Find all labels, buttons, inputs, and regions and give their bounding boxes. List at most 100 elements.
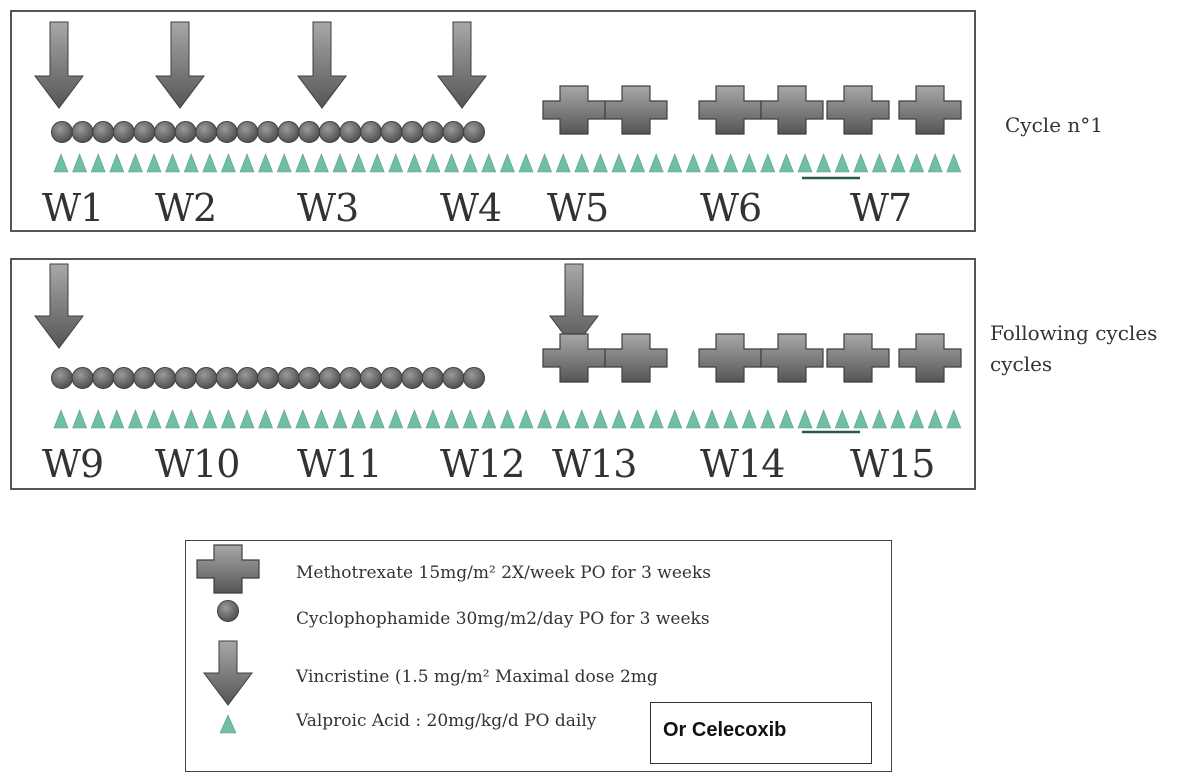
valproic-triangle-icon: [220, 409, 236, 429]
methotrexate-cross-icon: [826, 85, 890, 135]
cyclophosphamide-circle-icon: [92, 367, 115, 389]
cyclophosphamide-circle-icon: [174, 121, 197, 143]
valproic-triangle-icon: [313, 153, 329, 173]
valproic-triangle-icon: [202, 153, 218, 173]
cyclophosphamide-circle-icon: [442, 367, 465, 389]
week-label: W7: [850, 186, 912, 230]
cyclophosphamide-circle-icon: [215, 367, 238, 389]
cycle-1-panel: W1 W2 W3 W4 W5 W6 W7: [10, 10, 976, 232]
cyclophosphamide-circle-icon: [174, 367, 197, 389]
methotrexate-cross-icon: [196, 544, 260, 594]
valproic-triangle-icon: [778, 409, 794, 429]
vincristine-arrow-icon: [437, 21, 487, 109]
cyclophosphamide-circle-icon: [277, 367, 300, 389]
valproic-triangle-icon: [797, 153, 813, 173]
cyclophosphamide-circle-icon: [195, 121, 218, 143]
cyclophosphamide-circle-icon: [401, 367, 424, 389]
valproic-triangle-icon: [369, 409, 385, 429]
valproic-triangle-icon: [183, 153, 199, 173]
methotrexate-cross-icon: [604, 333, 668, 383]
valproic-triangle-icon: [351, 153, 367, 173]
following-cycles-label: Following cycles cycles: [990, 318, 1157, 380]
valproic-triangle-icon: [816, 409, 832, 429]
valproic-triangle-icon: [630, 153, 646, 173]
vincristine-arrow-icon: [34, 263, 84, 349]
cyclophosphamide-circle-icon: [71, 121, 94, 143]
week-label: W9: [42, 442, 104, 486]
valproic-triangle-icon: [648, 153, 664, 173]
methotrexate-cross-icon: [898, 85, 962, 135]
valproic-triangle-icon: [555, 409, 571, 429]
methotrexate-cross-icon: [698, 333, 762, 383]
cyclophosphamide-circle-icon: [360, 367, 382, 389]
valproic-triangle-icon: [927, 409, 943, 429]
valproic-triangle-icon: [592, 153, 608, 173]
cyclophosphamide-circle-icon: [463, 367, 485, 389]
cyclophosphamide-circle-icon: [154, 367, 176, 389]
cyclophosphamide-circle-icon: [92, 121, 115, 143]
cyclophosphamide-circle-icon: [360, 121, 382, 143]
valproic-triangle-icon: [202, 409, 218, 429]
week-label: W4: [440, 186, 502, 230]
valproic-triangle-icon: [351, 409, 367, 429]
legend-methotrexate-text: Methotrexate 15mg/m² 2X/week PO for 3 we…: [296, 563, 711, 583]
vincristine-arrow-icon: [34, 21, 84, 109]
methotrexate-cross-icon: [826, 333, 890, 383]
cyclophosphamide-circle-icon: [133, 121, 156, 143]
valproic-triangle-icon: [406, 153, 422, 173]
valproic-triangle-icon: [741, 409, 757, 429]
cyclophosphamide-circle-icon: [421, 367, 444, 389]
cyclophosphamide-circle-icon: [236, 367, 259, 389]
cyclophosphamide-circle-icon: [215, 121, 238, 143]
valproic-triangle-icon: [388, 409, 404, 429]
cyclophosphamide-circle-icon: [257, 367, 279, 389]
cyclophosphamide-circle-icon: [380, 121, 403, 143]
valproic-triangle-icon: [165, 409, 181, 429]
vincristine-arrow-icon: [203, 640, 253, 706]
valproic-triangle-icon: [574, 153, 590, 173]
cyclophosphamide-circle-icon: [51, 367, 73, 389]
valproic-triangle-icon: [871, 409, 887, 429]
valproic-triangle-icon: [592, 409, 608, 429]
valproic-triangle-icon: [462, 409, 478, 429]
valproic-triangle-icon: [834, 153, 850, 173]
methotrexate-cross-icon: [542, 333, 606, 383]
cyclophosphamide-circle-icon: [339, 367, 362, 389]
valproic-triangle-icon: [518, 153, 534, 173]
valproic-triangle-icon: [90, 153, 106, 173]
week-label: W1: [42, 186, 104, 230]
cycle-1-timeline: [34, 21, 962, 180]
valproic-triangle-icon: [72, 153, 88, 173]
week-label: W12: [440, 442, 525, 486]
methotrexate-cross-icon: [760, 85, 824, 135]
valproic-triangle-icon: [425, 153, 441, 173]
valproic-triangle-icon: [909, 153, 925, 173]
valproic-triangle-icon: [611, 409, 627, 429]
valproic-triangle-icon: [760, 409, 776, 429]
valproic-triangle-icon: [109, 409, 125, 429]
valproic-triangle-icon: [219, 714, 237, 734]
cyclophosphamide-circle-icon: [154, 121, 176, 143]
cyclophosphamide-circle-icon: [442, 121, 465, 143]
alternative-text: Or Celecoxib: [663, 719, 787, 741]
week-label: W14: [700, 442, 785, 486]
valproic-triangle-icon: [481, 409, 497, 429]
valproic-triangle-icon: [741, 153, 757, 173]
valproic-triangle-icon: [927, 153, 943, 173]
valproic-triangle-icon: [797, 409, 813, 429]
cyclophosphamide-circle-icon: [421, 121, 444, 143]
valproic-triangle-icon: [332, 409, 348, 429]
valproic-triangle-icon: [685, 153, 701, 173]
methotrexate-cross-icon: [698, 85, 762, 135]
following-cycles-panel: W9 W10 W11 W12 W13 W14 W15: [10, 258, 976, 490]
valproic-triangle-icon: [369, 153, 385, 173]
valproic-triangle-icon: [499, 409, 515, 429]
cyclophosphamide-circle-icon: [133, 367, 156, 389]
methotrexate-cross-icon: [760, 333, 824, 383]
valproic-triangle-icon: [462, 153, 478, 173]
cyclophosphamide-circle-icon: [318, 367, 341, 389]
valproic-triangle-icon: [183, 409, 199, 429]
cyclophosphamide-circle-icon: [463, 121, 485, 143]
valproic-triangle-icon: [127, 153, 143, 173]
valproic-triangle-icon: [909, 409, 925, 429]
